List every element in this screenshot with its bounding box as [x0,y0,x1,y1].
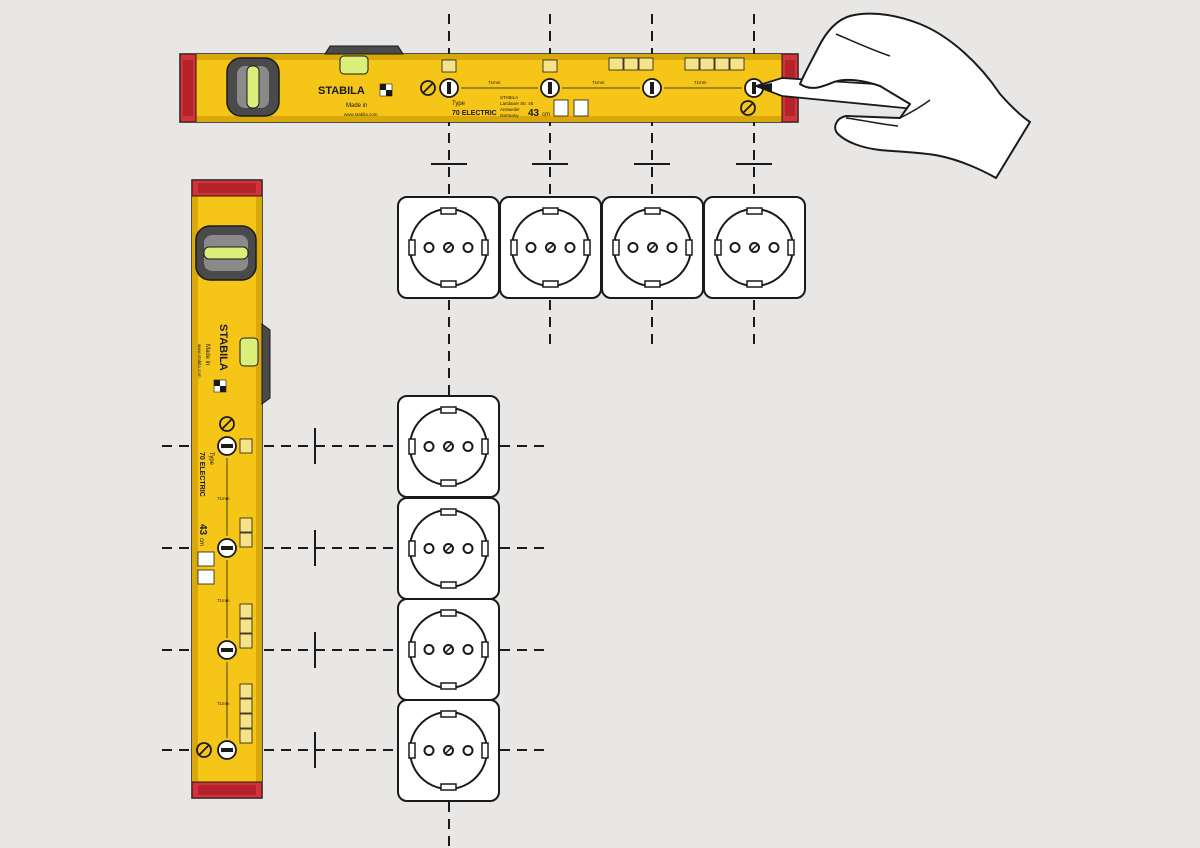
level-vertical-website: www.stabila.com [197,344,202,378]
maker-line-2: Landauer Str. 45 [500,101,534,106]
spirit-level-vertical: STABILA Made in www.stabila.com [191,179,271,799]
vertical-spacing-label-1: 71mm [217,496,230,501]
vertical-type-label: Type [208,452,214,466]
socket-vertical-2 [397,497,500,600]
vertical-spacing-label-2: 71mm [217,598,230,603]
socket-horizontal-4 [703,196,806,299]
certification-badge-2 [573,99,589,117]
socket-horizontal-1 [397,196,500,299]
length-unit: cm [542,112,550,118]
level-brand: STABILA [318,85,365,97]
socket-column-vertical [397,395,500,802]
level-vertical-brand: STABILA [217,324,229,371]
maker-line-1: STABILA [500,95,518,100]
brand-checker-logo [379,83,393,97]
cross-marks [314,163,772,768]
socket-vertical-1 [397,395,500,498]
certification-badge-1 [553,99,569,117]
drill-holes-horizontal [439,78,764,98]
socket-row-horizontal [397,196,806,299]
hand-with-pencil-icon [753,12,1031,179]
spacing-label-3: 71mm [694,80,707,85]
maker-line-4: Germany [500,113,519,118]
drill-holes-vertical [217,436,237,760]
mini-socket-icons [441,57,745,73]
prohibited-icon [420,80,756,116]
level-website: www.stabila.com [344,112,378,117]
length-value: 43 [528,108,540,119]
socket-vertical-3 [397,598,500,701]
spirit-level-horizontal: STABILA Made in www.stabila.com [179,45,799,123]
spacing-label-2: 71mm [592,80,605,85]
vertical-model-label: 70 ELECTRIC [198,452,205,497]
level-vertical-made-in: Made in [204,344,210,365]
vial-bubble-horizontal [203,246,249,260]
vertical-spacing-label-3: 71mm [217,701,230,706]
type-label: Type [452,101,466,107]
brand-checker-logo-vertical [213,379,227,393]
vertical-length-unit: cm [198,538,204,546]
socket-horizontal-3 [601,196,704,299]
vial-bubble [246,65,260,109]
vertical-length-value: 43 [197,524,208,536]
mini-socket-icons-vertical [239,438,253,744]
level-made-in: Made in [346,103,367,109]
vertical-certification-badge-1 [197,551,215,567]
socket-vertical-4 [397,699,500,802]
spacing-label-1: 71mm [488,80,501,85]
prohibited-icon-vertical [196,416,235,758]
maker-line-3: Annweiler [500,107,520,112]
model-label: 70 ELECTRIC [452,110,497,117]
socket-horizontal-2 [499,196,602,299]
vertical-certification-badge-2 [197,569,215,585]
